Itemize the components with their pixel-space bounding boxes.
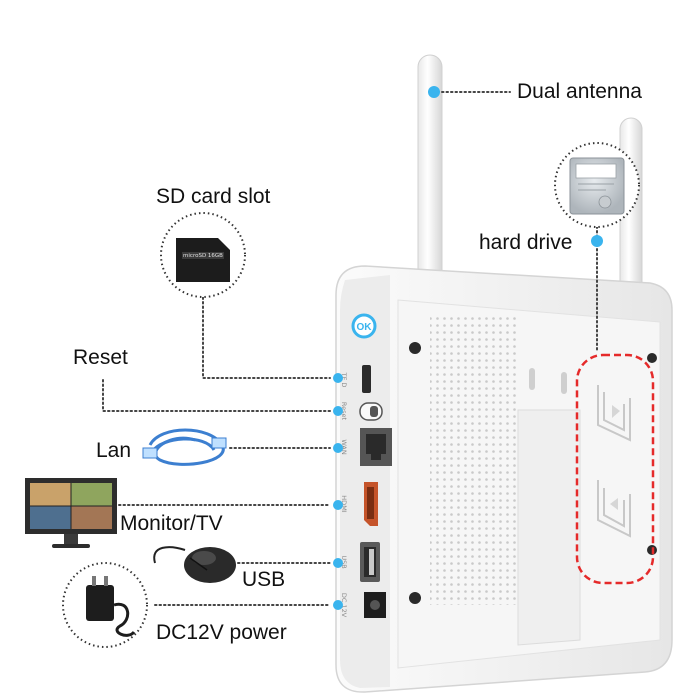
ok-button[interactable] [351,313,377,339]
label-monitor-tv: Monitor/TV [120,512,223,535]
ok-button-label: OK [357,322,373,333]
callout-dot-icon [591,235,603,247]
label-reset: Reset [73,346,128,369]
hard-drive-icon [554,142,640,228]
callout-dot-icon [333,406,343,416]
callout-dot-icon [333,558,343,568]
tf-card-slot[interactable] [362,365,371,393]
label-dual-antenna: Dual antenna [517,80,642,103]
reset-button[interactable] [359,402,383,421]
nvr-device-body [335,265,673,693]
screw-icon [409,342,421,354]
screw-icon [647,353,657,363]
power-adapter-icon [62,562,148,648]
wan-port[interactable] [360,428,392,466]
label-dc12v-power: DC12V power [156,621,287,644]
label-lan: Lan [96,439,132,462]
callout-dot-icon [333,443,343,453]
dc-power-port[interactable] [364,592,386,618]
callout-dot-icon [333,373,343,383]
callout-dot-icon [428,86,440,98]
port-label-usb: USB [340,555,348,568]
screw-icon [409,592,421,604]
mouse-icon [153,546,236,583]
label-usb: USB [242,568,286,591]
callout-dot-icon [333,600,343,610]
port-label-hdmi: HDMI [340,495,348,513]
port-label-dc: DC 12V [340,593,348,618]
port-label-reset: Reset [340,402,348,421]
label-hard-drive: hard drive [479,231,573,254]
port-label-wan: WAN [340,439,348,455]
callout-dots [333,86,603,610]
callout-lines [102,91,598,606]
label-sd-card-slot: SD card slot [156,185,271,208]
sd-card-text: microSD 16GB [183,253,223,259]
sd-card-icon [160,212,246,298]
port-label-tf: TF D [340,372,348,388]
callout-dot-icon [333,500,343,510]
hdd-bay-highlight [575,353,655,585]
monitor-icon [25,478,117,548]
hdmi-port[interactable] [364,482,378,526]
usb-port[interactable] [360,542,380,582]
lan-connector-icon [142,437,227,459]
